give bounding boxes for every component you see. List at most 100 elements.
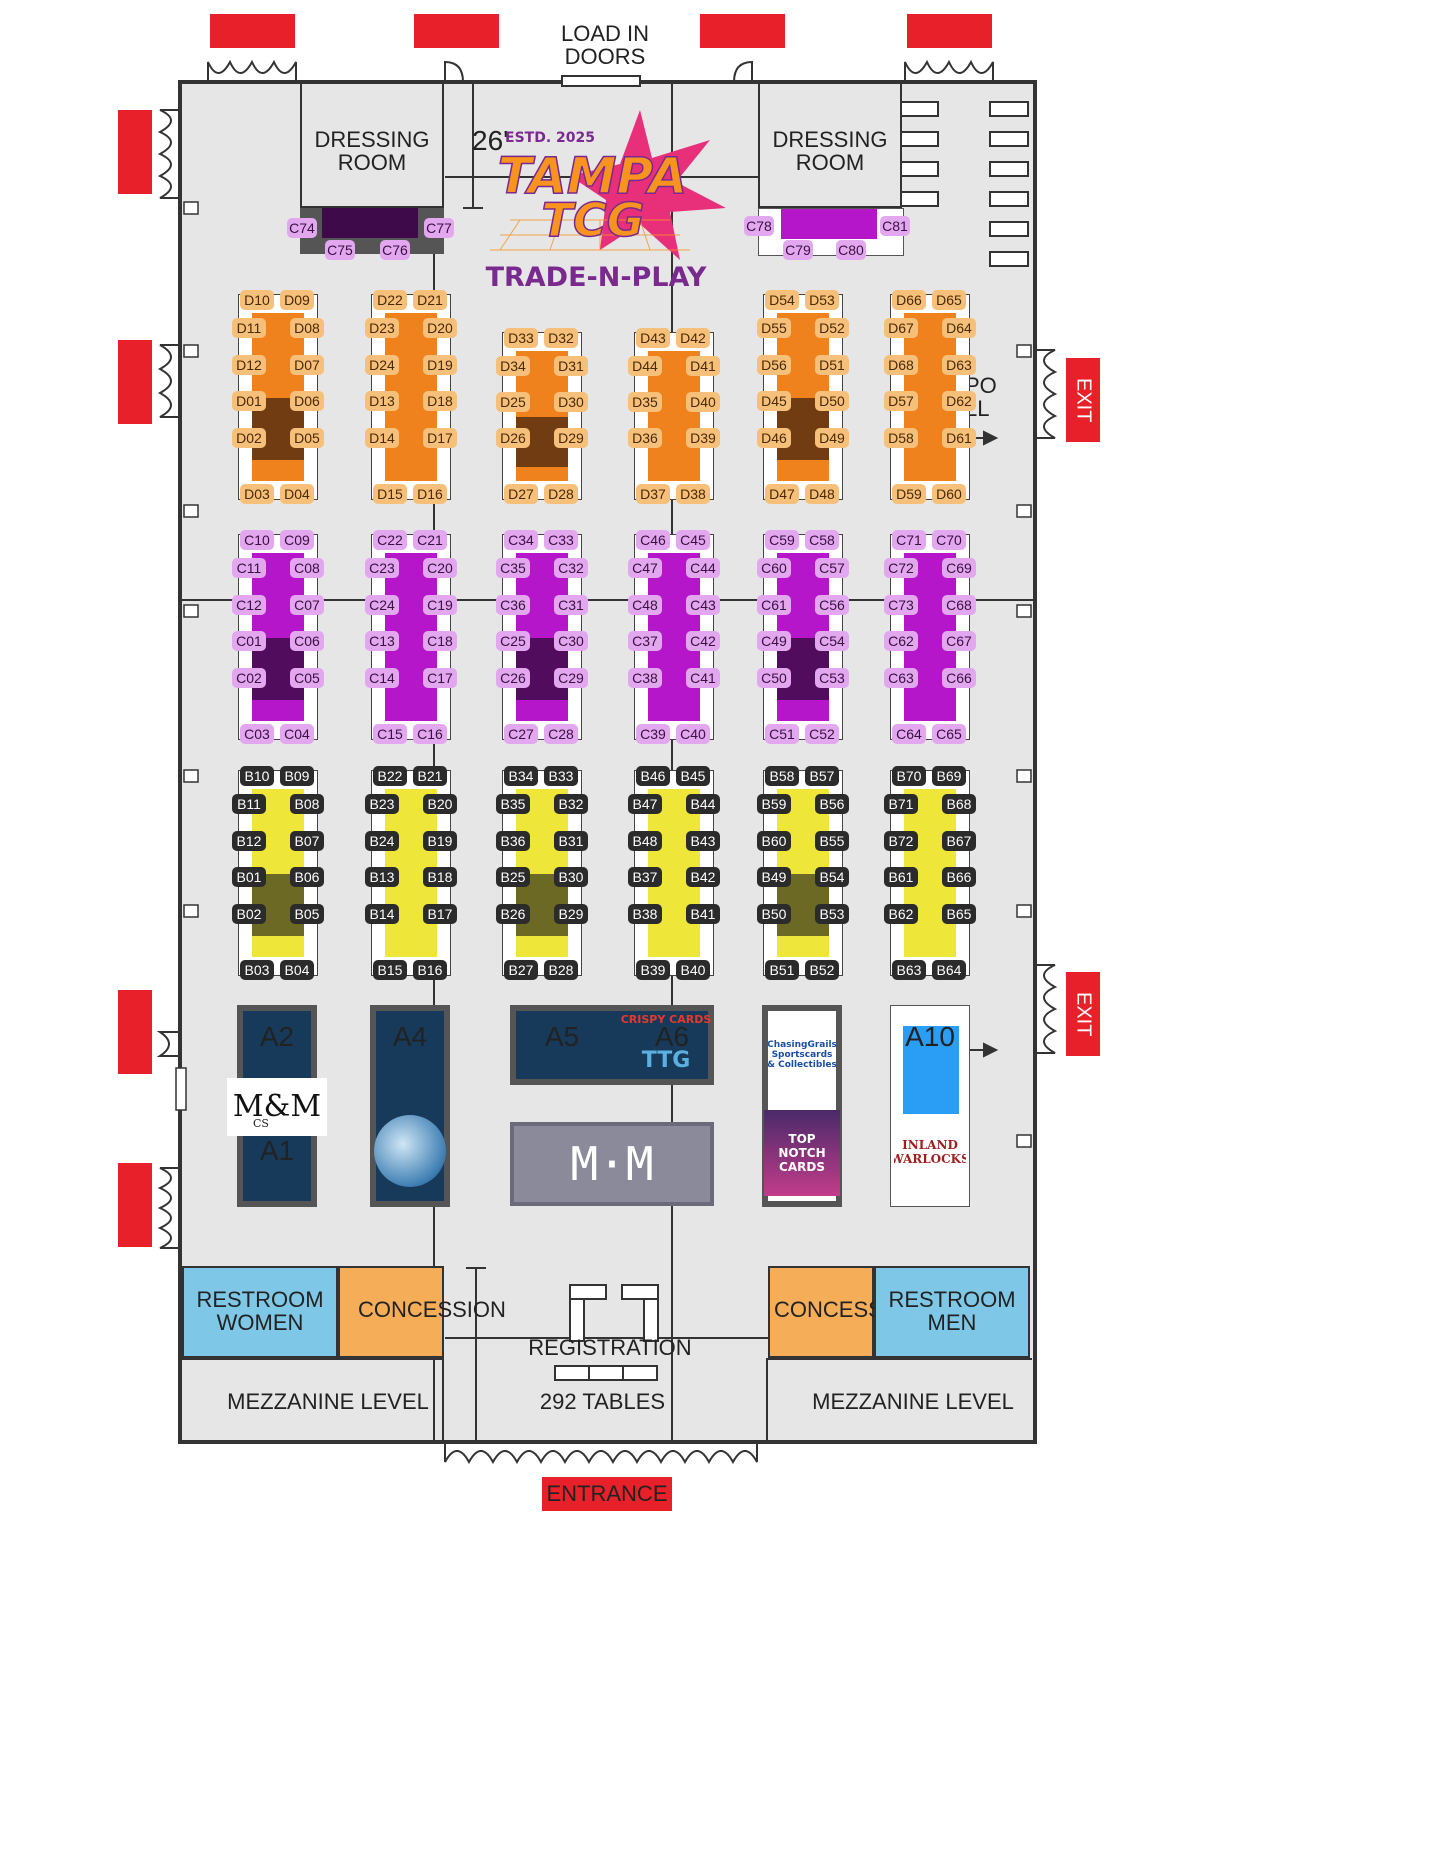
booth-tag[interactable]: C75	[325, 240, 355, 260]
booth-tag[interactable]: B20	[423, 794, 457, 814]
booth-tag[interactable]: B42	[686, 867, 720, 887]
booth-tag[interactable]: B57	[805, 766, 839, 786]
booth-tag[interactable]: B68	[942, 794, 976, 814]
booth-tag[interactable]: B69	[932, 766, 966, 786]
booth-tag[interactable]: C54	[815, 631, 849, 651]
booth-tag[interactable]: C48	[628, 595, 662, 615]
booth-tag[interactable]: D46	[757, 428, 791, 448]
booth-tag[interactable]: D31	[554, 356, 588, 376]
booth-tag[interactable]: C52	[805, 724, 839, 744]
booth-tag[interactable]: B35	[496, 794, 530, 814]
booth-tag[interactable]: D64	[942, 318, 976, 338]
booth-tag[interactable]: D65	[932, 290, 966, 310]
booth-tag[interactable]: D21	[413, 290, 447, 310]
booth-tag[interactable]: D61	[942, 428, 976, 448]
booth-tag[interactable]: C22	[373, 530, 407, 550]
booth-tag[interactable]: D05	[290, 428, 324, 448]
booth-tag[interactable]: D57	[884, 391, 918, 411]
booth-tag[interactable]: B48	[628, 831, 662, 851]
booth-tag[interactable]: B03	[240, 960, 274, 980]
booth-tag[interactable]: C53	[815, 668, 849, 688]
booth-tag[interactable]: C17	[423, 668, 457, 688]
booth-tag[interactable]: C80	[836, 240, 866, 260]
booth-tag[interactable]: C31	[554, 595, 588, 615]
booth-tag[interactable]: D08	[290, 318, 324, 338]
booth-tag[interactable]: D50	[815, 391, 849, 411]
booth-tag[interactable]: C61	[757, 595, 791, 615]
booth-tag[interactable]: C23	[365, 558, 399, 578]
booth-tag[interactable]: C20	[423, 558, 457, 578]
booth-a5-a6[interactable]	[510, 1005, 714, 1085]
booth-tag[interactable]: B58	[765, 766, 799, 786]
booth-tag[interactable]: C04	[280, 724, 314, 744]
booth-tag[interactable]: C81	[880, 216, 910, 236]
booth-tag[interactable]: C72	[884, 558, 918, 578]
booth-tag[interactable]: D49	[815, 428, 849, 448]
booth-tag[interactable]: B65	[942, 904, 976, 924]
booth-tag[interactable]: C56	[815, 595, 849, 615]
booth-tag[interactable]: B34	[504, 766, 538, 786]
booth-tag[interactable]: C25	[496, 631, 530, 651]
booth-tag[interactable]: C38	[628, 668, 662, 688]
booth-tag[interactable]: C63	[884, 668, 918, 688]
booth-tag[interactable]: C35	[496, 558, 530, 578]
booth-tag[interactable]: C16	[413, 724, 447, 744]
booth-tag[interactable]: B24	[365, 831, 399, 851]
booth-tag[interactable]: C78	[744, 216, 774, 236]
booth-tag[interactable]: B27	[504, 960, 538, 980]
booth-tag[interactable]: D43	[636, 328, 670, 348]
booth-tag[interactable]: D47	[765, 484, 799, 504]
booth-tag[interactable]: B36	[496, 831, 530, 851]
booth-tag[interactable]: D35	[628, 392, 662, 412]
booth-tag[interactable]: B41	[686, 904, 720, 924]
booth-tag[interactable]: C08	[290, 558, 324, 578]
booth-tag[interactable]: B50	[757, 904, 791, 924]
booth-tag[interactable]: B66	[942, 867, 976, 887]
mim-booth[interactable]: M·M	[510, 1122, 714, 1206]
booth-tag[interactable]: D04	[280, 484, 314, 504]
booth-tag[interactable]: D59	[892, 484, 926, 504]
booth-tag[interactable]: C77	[424, 218, 454, 238]
booth-tag[interactable]: B55	[815, 831, 849, 851]
booth-tag[interactable]: C14	[365, 668, 399, 688]
booth-tag[interactable]: D10	[240, 290, 274, 310]
booth-tag[interactable]: B62	[884, 904, 918, 924]
booth-tag[interactable]: B10	[240, 766, 274, 786]
booth-tag[interactable]: D06	[290, 391, 324, 411]
booth-tag[interactable]: B45	[676, 766, 710, 786]
booth-tag[interactable]: C05	[290, 668, 324, 688]
booth-tag[interactable]: D67	[884, 318, 918, 338]
booth-tag[interactable]: C02	[232, 668, 266, 688]
booth-tag[interactable]: D25	[496, 392, 530, 412]
booth-tag[interactable]: B43	[686, 831, 720, 851]
booth-tag[interactable]: D17	[423, 428, 457, 448]
booth-tag[interactable]: C32	[554, 558, 588, 578]
booth-tag[interactable]: C44	[686, 558, 720, 578]
booth-tag[interactable]: C33	[544, 530, 578, 550]
booth-tag[interactable]: B14	[365, 904, 399, 924]
booth-tag[interactable]: B07	[290, 831, 324, 851]
booth-tag[interactable]: B38	[628, 904, 662, 924]
booth-tag[interactable]: D33	[504, 328, 538, 348]
booth-tag[interactable]: C28	[544, 724, 578, 744]
booth-tag[interactable]: D34	[496, 356, 530, 376]
booth-tag[interactable]: B21	[413, 766, 447, 786]
booth-tag[interactable]: C11	[232, 558, 266, 578]
booth-tag[interactable]: B31	[554, 831, 588, 851]
booth-tag[interactable]: C67	[942, 631, 976, 651]
booth-tag[interactable]: D37	[636, 484, 670, 504]
booth-tag[interactable]: D11	[232, 318, 266, 338]
booth-tag[interactable]: B08	[290, 794, 324, 814]
booth-tag[interactable]: B22	[373, 766, 407, 786]
booth-tag[interactable]: B52	[805, 960, 839, 980]
booth-tag[interactable]: C45	[676, 530, 710, 550]
booth-tag[interactable]: C60	[757, 558, 791, 578]
booth-tag[interactable]: B56	[815, 794, 849, 814]
booth-tag[interactable]: C09	[280, 530, 314, 550]
booth-tag[interactable]: D22	[373, 290, 407, 310]
booth-tag[interactable]: B47	[628, 794, 662, 814]
booth-tag[interactable]: D29	[554, 428, 588, 448]
booth-tag[interactable]: C12	[232, 595, 266, 615]
booth-tag[interactable]: D36	[628, 428, 662, 448]
booth-tag[interactable]: B33	[544, 766, 578, 786]
